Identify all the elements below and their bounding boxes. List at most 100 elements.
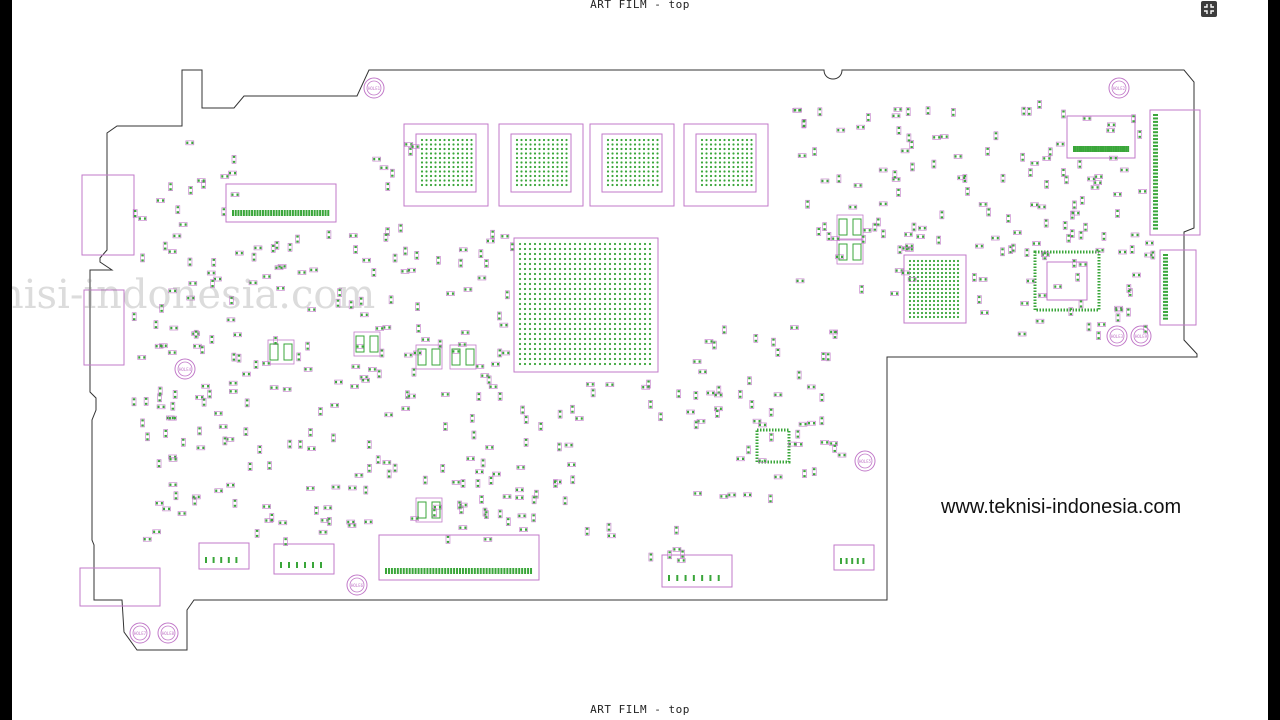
passive-outline — [376, 369, 382, 379]
passive-outline — [1026, 107, 1032, 116]
passive-pad — [163, 507, 166, 511]
passive-pad — [327, 231, 331, 234]
bga-ball — [598, 362, 602, 366]
bga-ball — [529, 179, 532, 182]
bga-ball — [568, 247, 572, 251]
bga-ball — [518, 322, 522, 326]
passive-outline — [177, 511, 187, 516]
bga-ball — [420, 138, 424, 142]
bga-ball — [940, 287, 944, 291]
bga-ball — [434, 170, 437, 173]
bga-ball — [620, 156, 623, 160]
passive-pad — [794, 108, 797, 112]
passive-outline — [188, 281, 198, 286]
passive-outline — [822, 222, 827, 232]
bga-ball — [461, 165, 464, 169]
bga-ball — [633, 307, 637, 311]
bga-ball — [629, 143, 632, 146]
passive-outline — [876, 217, 881, 227]
passive-pad — [677, 559, 680, 562]
bga-ball — [647, 179, 650, 182]
passive-pad — [725, 495, 728, 498]
passive-outline — [878, 201, 888, 207]
passive-outline — [364, 519, 373, 525]
bga-ball — [741, 152, 744, 155]
bga-ball — [628, 262, 632, 266]
passive-outline — [672, 547, 682, 552]
connector-pin — [1073, 146, 1075, 152]
passive-outline — [793, 107, 803, 113]
connector-pin — [473, 568, 476, 574]
bga-ball — [548, 267, 552, 271]
passive-pad — [649, 553, 653, 556]
passive-outline — [1078, 262, 1088, 267]
bga-ball — [952, 287, 956, 291]
bga-ball — [603, 317, 607, 321]
passive-outline — [1013, 230, 1022, 235]
passive-outline — [156, 198, 165, 203]
bga-ball — [638, 247, 642, 251]
passive-outline — [185, 140, 195, 146]
bga-ball — [588, 277, 592, 281]
bga-ball — [623, 312, 627, 316]
bga-ball — [538, 147, 541, 151]
bga-ball — [556, 179, 559, 182]
passive-pad — [980, 244, 983, 248]
passive-outline — [477, 275, 487, 281]
bga-ball — [518, 272, 522, 276]
bga-ball — [647, 183, 650, 187]
passive-outline — [806, 384, 816, 390]
passive-outline — [335, 298, 341, 308]
passive-pad — [750, 400, 754, 403]
bga-ball — [528, 342, 532, 346]
passive-pad — [391, 169, 394, 172]
passive-pad — [520, 528, 523, 531]
memory-chip-outline — [683, 123, 769, 207]
passive-pad — [332, 485, 335, 489]
bga-ball — [598, 317, 602, 321]
fullscreen-toggle-button[interactable] — [1201, 1, 1217, 17]
bga-ball — [583, 277, 587, 281]
bga-ball — [578, 362, 582, 366]
bga-ball — [548, 277, 552, 281]
bga-ball — [583, 347, 587, 351]
bga-ball — [613, 252, 617, 256]
passive-pad — [575, 417, 578, 420]
connector-pin — [1163, 314, 1168, 317]
passive-pad — [1028, 112, 1031, 115]
bga-ball — [709, 179, 713, 182]
passive-pad — [897, 188, 900, 191]
passive-pad — [712, 391, 715, 395]
bga-ball — [648, 262, 652, 266]
passive-outline — [168, 249, 177, 254]
passive-outline — [193, 343, 202, 349]
bga-ball — [568, 302, 572, 306]
bga-ball — [608, 282, 612, 286]
passive-pad — [210, 340, 214, 343]
bga-ball — [429, 161, 433, 164]
bga-ball — [518, 262, 522, 266]
bga-ball — [952, 275, 956, 279]
passive-pad — [1151, 241, 1154, 245]
bga-ball — [547, 170, 550, 173]
passive-outline — [411, 367, 417, 377]
bga-ball — [598, 252, 602, 256]
passive-outline — [486, 375, 492, 385]
bga-ball — [629, 147, 632, 151]
bga-ball — [583, 307, 587, 311]
passive-pad — [357, 365, 360, 368]
passive-pad — [506, 235, 509, 238]
bga-ball — [533, 165, 537, 169]
passive-pad — [1067, 239, 1070, 242]
passive-pad — [558, 443, 561, 446]
passive-outline — [392, 253, 398, 263]
passive-pad — [1038, 205, 1041, 209]
bga-ball — [548, 297, 552, 301]
bga-ball — [920, 303, 924, 307]
connector-pin — [1106, 146, 1109, 152]
bga-ball — [611, 147, 614, 151]
passive-outline — [222, 436, 228, 446]
passive-pad — [1043, 294, 1046, 297]
